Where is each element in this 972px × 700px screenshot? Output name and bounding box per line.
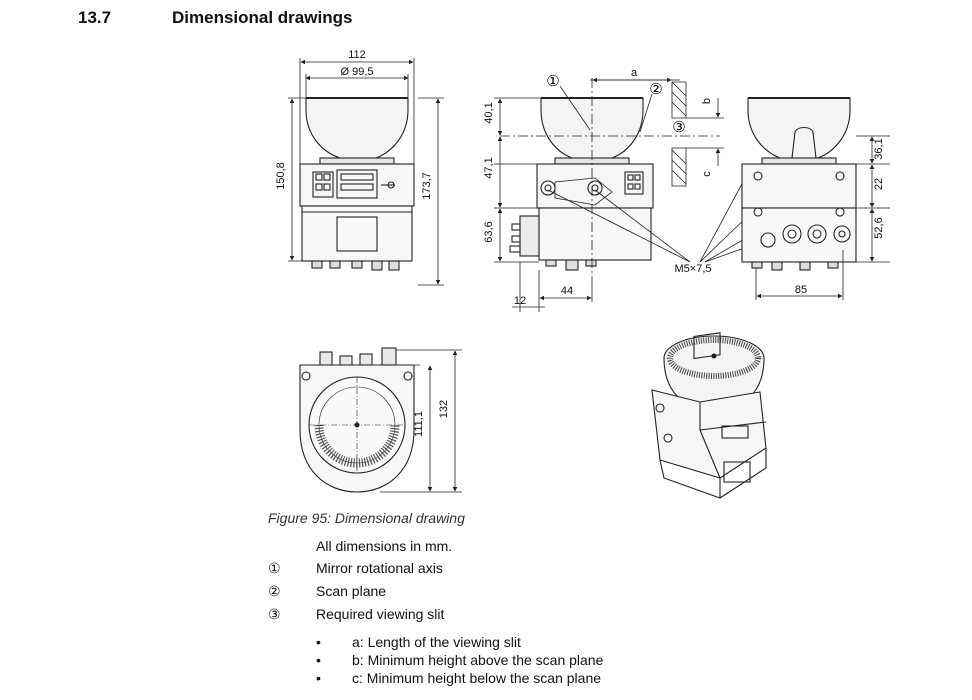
dim-screw: M5×7,5 [675,263,712,275]
dim-side-offset: 12 [514,295,526,307]
bullet-text: a: Length of the viewing slit [352,634,521,650]
legend-item: ① Mirror rotational axis [268,560,443,577]
bullet-item: • c: Minimum height below the scan plane [316,670,601,686]
bullet-mark: • [316,634,321,650]
marker-viewing-slit: ③ [672,118,685,136]
dim-back-width: 85 [795,284,807,296]
section-number: 13.7 [78,8,112,27]
figure-note: All dimensions in mm. [316,538,453,554]
dim-side-depth: 44 [561,285,573,297]
dim-back-h3: 52,6 [873,217,885,238]
legend-item: ② Scan plane [268,583,386,600]
dim-side-mid: 47,1 [483,157,495,178]
bullet-item: • a: Length of the viewing slit [316,634,521,650]
dim-side-top: 40,1 [483,102,495,123]
bullet-text: b: Minimum height above the scan plane [352,652,604,668]
legend-number: ① [268,560,281,576]
dim-top-h2: 132 [438,400,450,418]
side-view [509,97,654,271]
bullet-mark: • [316,670,321,686]
dim-front-width: 112 [348,49,366,61]
bullet-item: • b: Minimum height above the scan plane [316,652,603,668]
bullet-text: c: Minimum height below the scan plane [352,670,602,686]
legend-number: ② [268,583,281,599]
marker-scan-plane: ② [649,80,662,98]
dim-front-height-left: 150,8 [275,162,287,190]
dim-slit-a: a [631,67,638,79]
figure-caption: Figure 95: Dimensional drawing [268,510,465,526]
legend-text: Required viewing slit [316,606,445,622]
dim-slit-b: b [701,98,713,104]
dim-top-h1: 111,1 [413,411,425,437]
back-view [741,97,857,271]
dim-back-h1: 36,1 [873,138,885,159]
dimensional-drawing: 112 Ø 99,5 150,8 173,7 [275,49,890,499]
legend-text: Mirror rotational axis [316,560,443,576]
dim-back-h2: 22 [873,178,885,190]
legend-number: ③ [268,606,281,622]
legend-text: Scan plane [316,583,387,599]
isometric-view [651,332,767,499]
bullet-mark: • [316,652,321,668]
dim-side-bottom: 63,6 [483,221,495,242]
top-view [299,347,415,493]
dim-front-height-right: 173,7 [421,172,433,200]
dim-front-diameter: Ø 99,5 [340,66,373,78]
marker-mirror-axis: ① [546,72,559,90]
legend-item: ③ Required viewing slit [268,606,444,623]
dim-slit-c: c [701,171,713,177]
front-view [299,97,415,271]
section-title: Dimensional drawings [172,8,353,27]
